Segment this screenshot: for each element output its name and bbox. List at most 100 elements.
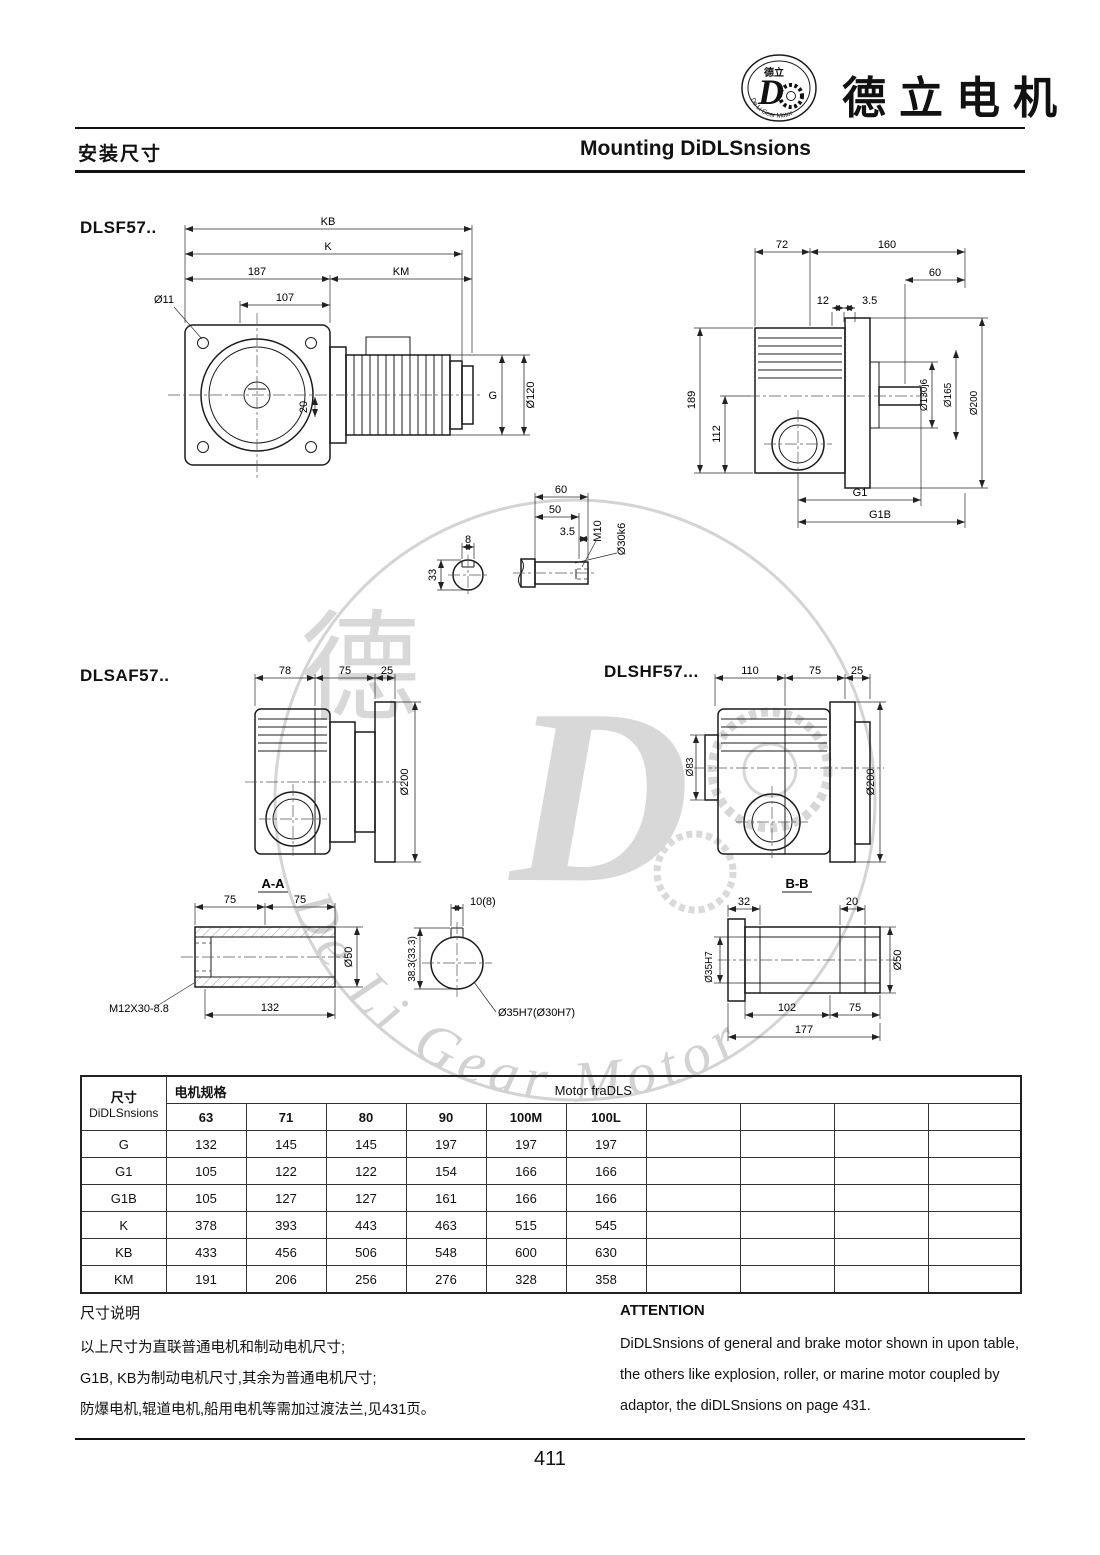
cell-empty bbox=[927, 1184, 1022, 1212]
cell: 166 bbox=[485, 1157, 567, 1185]
dim-177: 177 bbox=[795, 1024, 813, 1036]
logo-d: D bbox=[757, 72, 784, 112]
frame-col: 63 bbox=[165, 1103, 247, 1131]
cell: 630 bbox=[565, 1238, 647, 1266]
cell: 166 bbox=[565, 1184, 647, 1212]
dim-g: G bbox=[488, 390, 497, 402]
cell-empty bbox=[645, 1211, 741, 1239]
dim-75a: 75 bbox=[224, 894, 236, 906]
cell: 256 bbox=[325, 1265, 407, 1294]
dim-78: 78 bbox=[279, 665, 291, 677]
cell-empty bbox=[739, 1265, 835, 1294]
notes-zh: 尺寸说明 以上尺寸为直联普通电机和制动电机尺寸; G1B, KB为制动电机尺寸,… bbox=[80, 1302, 580, 1426]
notes-zh-title: 尺寸说明 bbox=[80, 1305, 141, 1322]
cell: 378 bbox=[165, 1211, 247, 1239]
cell: 122 bbox=[245, 1157, 327, 1185]
cell: 197 bbox=[565, 1130, 647, 1158]
dim-d35h7: Ø35H7(Ø30H7) bbox=[498, 1007, 575, 1019]
cell: 132 bbox=[165, 1130, 247, 1158]
cell-empty bbox=[739, 1157, 835, 1185]
cell: 166 bbox=[485, 1184, 567, 1212]
frame-col-empty bbox=[927, 1103, 1022, 1131]
dim-12: 12 bbox=[817, 295, 829, 307]
dim-33: 33 bbox=[427, 569, 439, 581]
cell-empty bbox=[739, 1130, 835, 1158]
motor-outline bbox=[329, 336, 480, 444]
dim-8: 8 bbox=[465, 534, 471, 546]
dim-160: 160 bbox=[878, 239, 896, 251]
cell: 206 bbox=[245, 1265, 327, 1294]
dimension-lines bbox=[690, 674, 886, 863]
cell-empty bbox=[833, 1238, 929, 1266]
dim-72: 72 bbox=[776, 239, 788, 251]
dim-20: 20 bbox=[298, 401, 310, 413]
dim-g1b: G1B bbox=[869, 509, 891, 521]
row-label: G bbox=[80, 1130, 167, 1158]
header-motor-frame: 电机规格 Motor fraDLS bbox=[165, 1075, 1022, 1104]
gearbox-outline bbox=[245, 701, 405, 863]
dimension-lines bbox=[156, 903, 363, 1019]
dim-25: 25 bbox=[851, 665, 863, 677]
table-header-row-2: 63 71 80 90 100M 100L bbox=[81, 1103, 1022, 1131]
dim-d120: Ø120 bbox=[525, 382, 537, 409]
dim-3-5: 3.5 bbox=[560, 526, 575, 538]
cell: 197 bbox=[405, 1130, 487, 1158]
dim-d11: Ø11 bbox=[154, 294, 174, 306]
page-title-en: Mounting DiDLSnsions bbox=[580, 137, 811, 160]
notes-zh-line: G1B, KB为制动电机尺寸,其余为普通电机尺寸; bbox=[80, 1371, 377, 1387]
footer-rule bbox=[75, 1438, 1025, 1440]
dimension-lines bbox=[694, 248, 988, 528]
drawing-label-dlshf57: DLSHF57... bbox=[604, 662, 699, 681]
cell-empty bbox=[927, 1157, 1022, 1185]
dim-d165: Ø165 bbox=[943, 382, 954, 407]
cell: 191 bbox=[165, 1265, 247, 1294]
header-spec-zh: 电机规格 bbox=[174, 1085, 227, 1100]
dim-25: 25 bbox=[381, 665, 393, 677]
dim-75: 75 bbox=[339, 665, 351, 677]
table-row: K 378 393 443 463 515 545 bbox=[80, 1211, 1022, 1239]
brand-name: 德立电机 bbox=[842, 74, 1070, 123]
shaft-side-view bbox=[513, 558, 597, 588]
cell-empty bbox=[645, 1130, 741, 1158]
cell: 443 bbox=[325, 1211, 407, 1239]
page-number: 411 bbox=[534, 1448, 566, 1470]
drawing-section-bb: B-B 32 20 Ø35H7 Ø50 102 bbox=[704, 876, 904, 1041]
header-rule-top bbox=[75, 127, 1025, 129]
shaft-cross-section bbox=[448, 555, 488, 595]
cell: 433 bbox=[165, 1238, 247, 1266]
drawing-dlsf57-side: 72 160 60 12 3.5 189 112 Ø130j6 Ø165 Ø20… bbox=[686, 239, 988, 528]
cell: 161 bbox=[405, 1184, 487, 1212]
cell-empty bbox=[927, 1265, 1022, 1294]
cell-empty bbox=[833, 1265, 929, 1294]
frame-col-empty bbox=[645, 1103, 741, 1131]
frame-col: 100M bbox=[485, 1103, 567, 1131]
cell: 154 bbox=[405, 1157, 487, 1185]
frame-col-empty bbox=[833, 1103, 929, 1131]
dim-d200: Ø200 bbox=[399, 769, 411, 796]
gearbox-outline bbox=[168, 313, 344, 479]
row-label: K bbox=[80, 1211, 167, 1239]
dim-50: 50 bbox=[549, 504, 561, 516]
cell: 463 bbox=[405, 1211, 487, 1239]
cell-empty bbox=[833, 1184, 929, 1212]
table-row: G1 105 122 122 154 166 166 bbox=[80, 1157, 1022, 1185]
dim-d83: Ø83 bbox=[685, 757, 696, 776]
table-row: G1B 105 127 127 161 166 166 bbox=[80, 1184, 1022, 1212]
header-dim-zh: 尺寸 bbox=[110, 1090, 137, 1105]
table-row: G 132 145 145 197 197 197 bbox=[80, 1130, 1022, 1158]
cell: 358 bbox=[565, 1265, 647, 1294]
dim-75b: 75 bbox=[294, 894, 306, 906]
cell: 600 bbox=[485, 1238, 567, 1266]
drawing-label-dlsf57: DLSF57.. bbox=[80, 218, 157, 237]
cell-empty bbox=[833, 1157, 929, 1185]
header-spec-en: Motor fraDLS bbox=[554, 1082, 632, 1098]
watermark-char-de: 德 bbox=[300, 603, 420, 736]
drawing-dlshf57: 110 75 25 Ø83 Ø200 bbox=[685, 665, 886, 863]
notes-en-title: ATTENTION bbox=[620, 1302, 705, 1319]
section-bb-label: B-B bbox=[785, 876, 808, 891]
dim-d200: Ø200 bbox=[969, 390, 980, 415]
frame-col-empty bbox=[739, 1103, 835, 1131]
cell: 127 bbox=[245, 1184, 327, 1212]
dim-km: KM bbox=[393, 266, 410, 278]
dim-75: 75 bbox=[809, 665, 821, 677]
